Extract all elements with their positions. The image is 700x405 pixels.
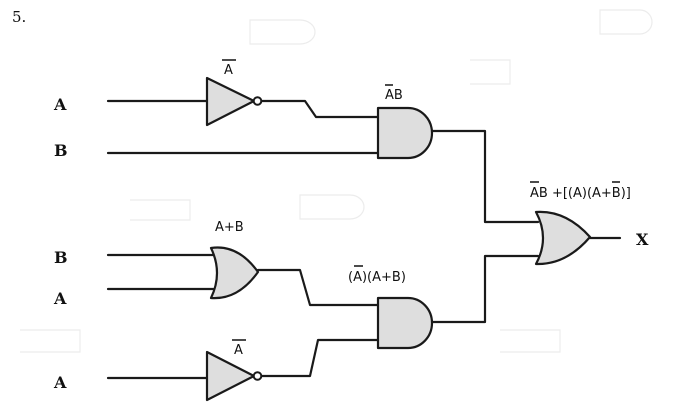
input-label-b-top: B [54, 141, 68, 160]
annotation-or-mid: A+B [215, 220, 244, 235]
not-gate-top [205, 76, 263, 127]
annotation-not-top: A [222, 59, 236, 78]
and-gate-bottom [376, 296, 434, 350]
or-gate-final [534, 210, 592, 266]
annotation-text: AB +[(A)(A+B)] [530, 186, 631, 201]
background-bleed-through [20, 9, 653, 353]
input-label-b-mid: B [54, 248, 68, 267]
annotation-text: A [224, 63, 233, 78]
annotation-text: AB [385, 88, 403, 103]
wire-or-mid-to-and-bot [256, 268, 380, 307]
wire-and-top-to-or-final [430, 129, 540, 224]
output-label-x: X [636, 230, 649, 249]
wire-not-bot-to-and-bot [260, 338, 380, 378]
annotation-or-final: AB +[(A)(A+B)] [530, 181, 631, 201]
input-label-a-bot: A [53, 373, 67, 392]
annotation-not-bot: A [232, 339, 246, 358]
or-gate-middle [209, 246, 260, 300]
input-label-a-mid: A [53, 289, 67, 308]
annotation-text: A [234, 343, 243, 358]
and-gate-top [376, 106, 434, 160]
wire-not-top-to-and-top [260, 99, 380, 119]
not-gate-bottom [205, 350, 263, 402]
annotation-and-top: AB [385, 84, 403, 103]
annotation-text: (A)(A+B) [348, 270, 406, 285]
annotation-and-bot: (A)(A+B) [348, 265, 406, 285]
wires [106, 99, 622, 380]
annotation-text: A+B [215, 220, 244, 235]
input-label-a-top: A [53, 95, 67, 114]
wire-and-bot-to-or-final [430, 254, 540, 324]
problem-number: 5. [12, 8, 26, 26]
